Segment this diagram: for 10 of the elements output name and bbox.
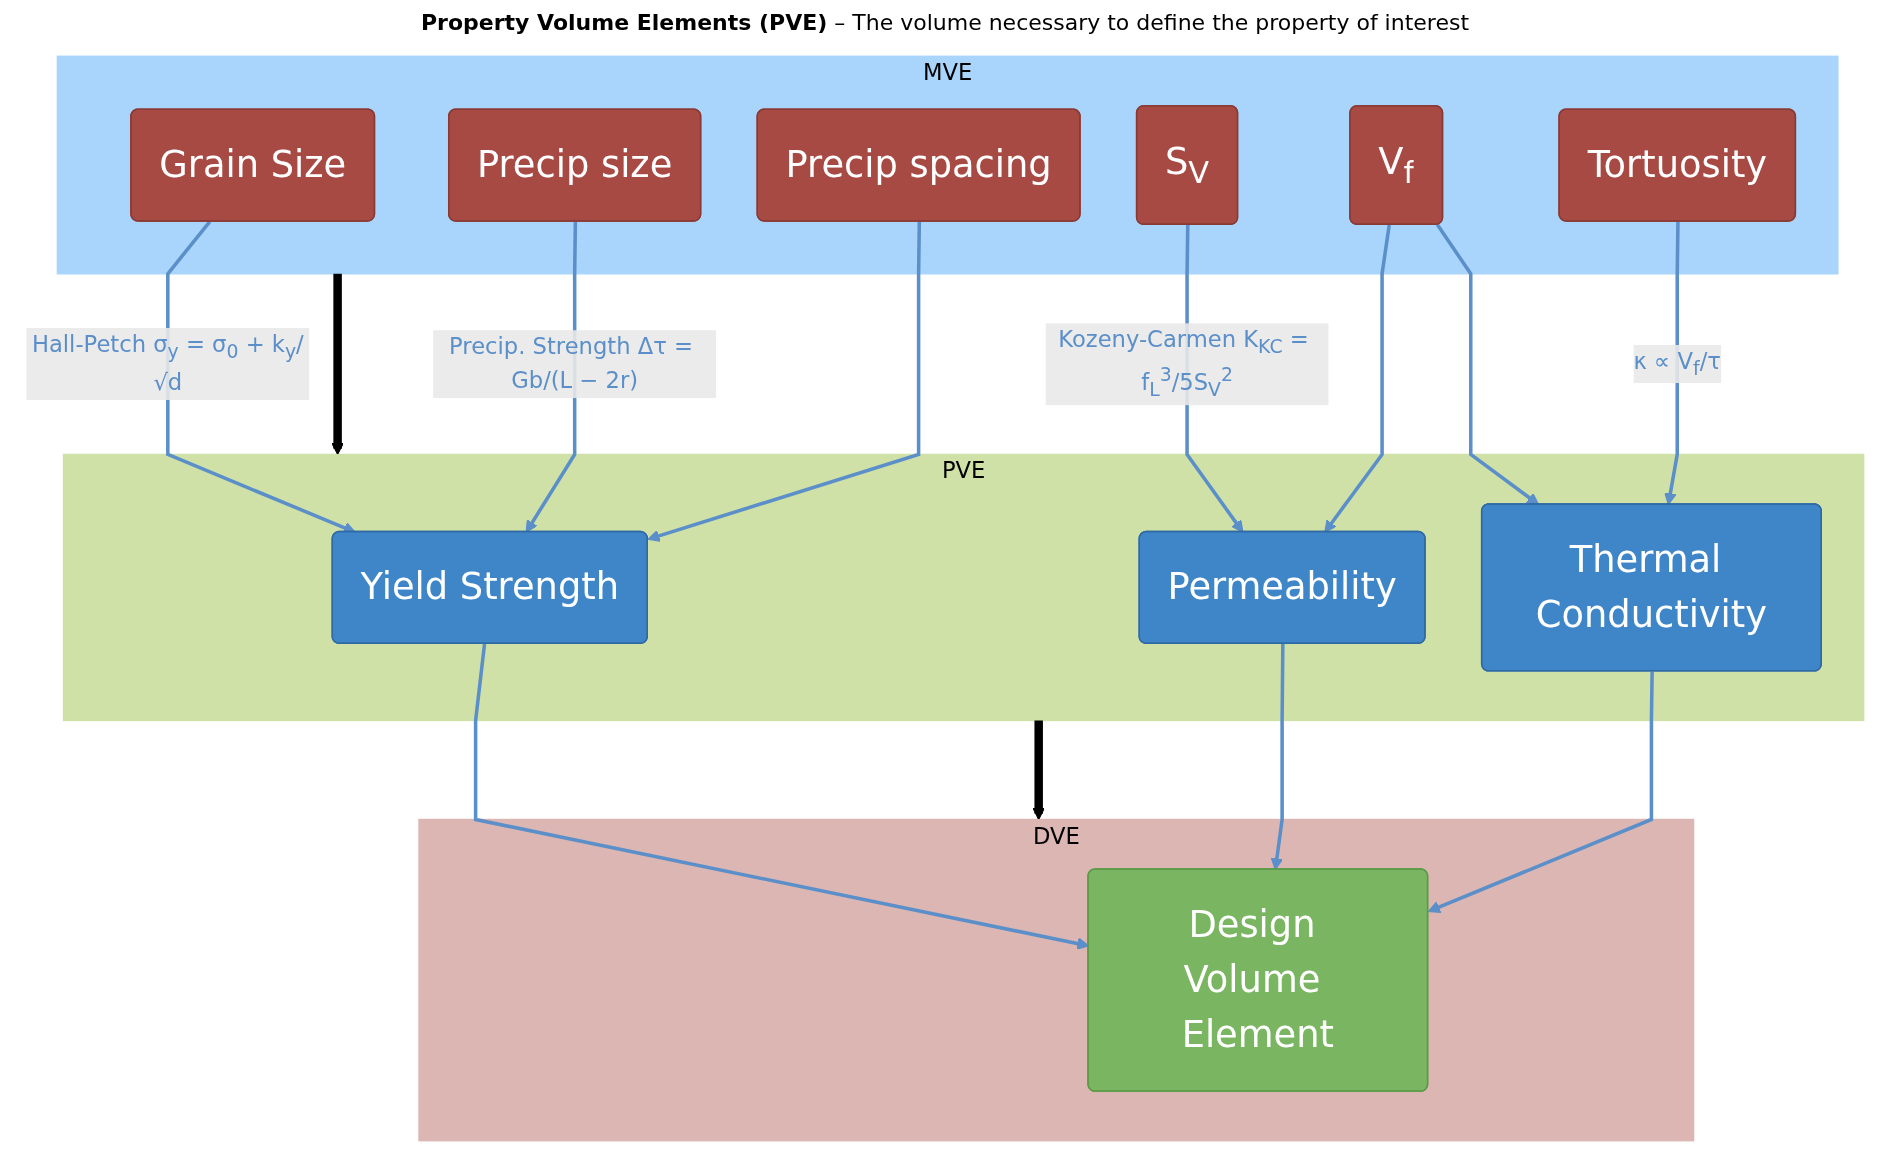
arrow [1032,720,1045,821]
edge-label: Precip. Strength Δτ = Gb/(L − 2r) [449,332,694,394]
edge-label: κ ∝ V$_{f}$/τ [1633,347,1721,380]
edge-label: Hall-Petch σ$_{y}$ = σ$_{0}$ + k$_{y}$/√d [31,330,304,397]
arrow [1270,644,1285,871]
arrow [1324,224,1391,533]
arrow [331,273,344,455]
arrow [1427,671,1654,913]
note-text: Property Volume Elements (PVE) – The volume necessary to define the property of interest [420,10,1470,35]
arrow [647,221,922,542]
